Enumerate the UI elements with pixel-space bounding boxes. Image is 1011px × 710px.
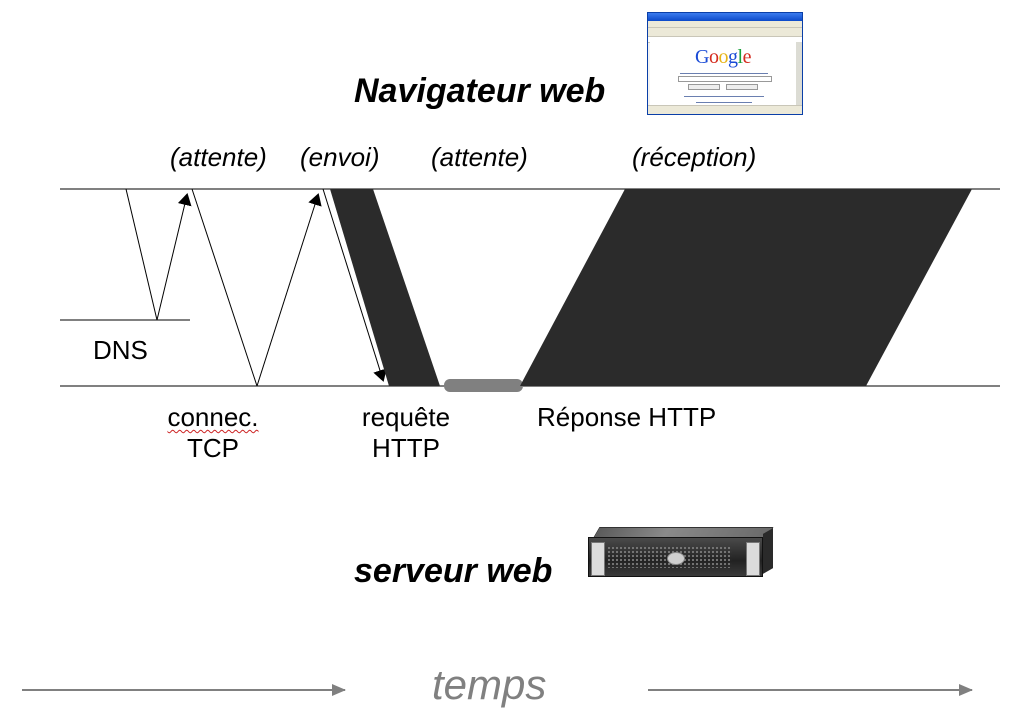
server-logo <box>667 552 685 565</box>
browser-page: Google <box>650 42 796 106</box>
tcp-label-line1: connec. <box>167 402 259 432</box>
google-logo: Google <box>650 46 796 68</box>
http-response-label: Réponse HTTP <box>537 402 717 432</box>
server-title: serveur web <box>354 552 553 590</box>
browser-toolbar <box>648 28 802 37</box>
browser-title: Navigateur web <box>354 72 606 110</box>
browser-titlebar <box>648 13 802 21</box>
http-response-band <box>520 189 972 386</box>
logo-letter: o <box>709 46 719 68</box>
tcp-label-line2: TCP <box>187 433 239 463</box>
search-box <box>678 76 772 82</box>
request-label-line2: HTTP <box>372 433 440 463</box>
logo-letter: l <box>737 46 744 68</box>
search-button <box>688 84 720 90</box>
phase-wait-dns-tcp: (attente) <box>170 142 267 172</box>
server-ear-right <box>746 542 760 576</box>
browser-statusbar <box>648 105 802 114</box>
lucky-button <box>726 84 758 90</box>
browser-window-image: Google <box>647 12 803 115</box>
server-wait-bar <box>444 379 523 392</box>
dns-reply-arrow <box>156 193 192 321</box>
dns-label: DNS <box>93 335 148 365</box>
server-image <box>588 527 774 580</box>
search-links <box>680 73 768 74</box>
tcp-synack-arrow <box>256 193 322 387</box>
tcp-syn-line <box>191 188 258 387</box>
http-request-label: requête HTTP <box>336 402 476 464</box>
server-ear-left <box>591 542 605 576</box>
phase-wait-server: (attente) <box>431 142 528 172</box>
browser-scrollbar <box>796 42 802 106</box>
logo-letter: g <box>728 46 738 68</box>
logo-letter: o <box>718 46 729 68</box>
page-link-line <box>696 102 752 103</box>
tcp-ack-arrow <box>322 188 387 382</box>
server-front <box>588 537 763 577</box>
http-request-band <box>330 189 440 386</box>
tcp-connection-label: connec. TCP <box>143 402 283 464</box>
phase-receive: (réception) <box>632 142 757 172</box>
logo-letter: e <box>742 46 752 68</box>
server-side <box>763 528 773 574</box>
browser-menubar <box>648 21 802 28</box>
search-buttons <box>688 84 760 90</box>
page-link-line <box>684 96 764 97</box>
phase-send: (envoi) <box>300 142 380 172</box>
request-label-line1: requête <box>361 402 451 432</box>
time-label: temps <box>432 661 547 708</box>
logo-letter: G <box>695 46 709 68</box>
dns-query-line <box>125 188 158 321</box>
